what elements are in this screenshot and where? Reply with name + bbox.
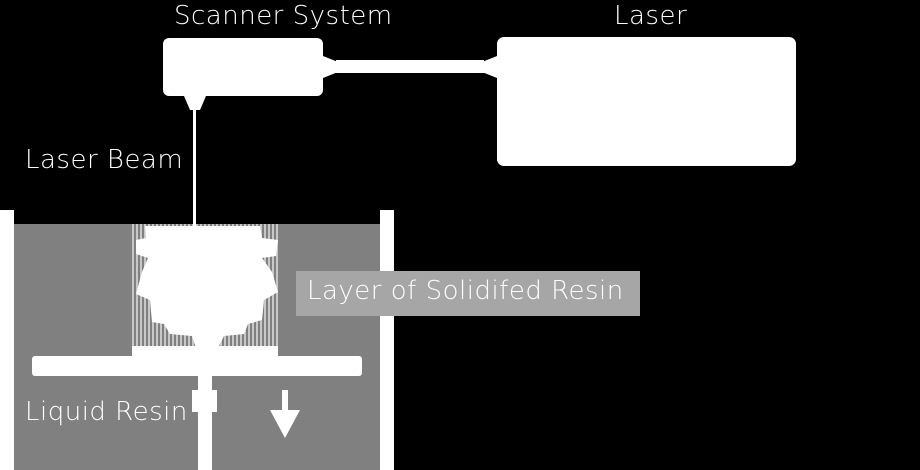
vat-right-wall (380, 210, 394, 470)
vat-left-wall (0, 210, 14, 470)
scanner-nozzle (184, 96, 206, 110)
scanner-system-label: Scanner System (174, 1, 393, 31)
layer-label: Layer of Solidifed Resin (307, 276, 624, 306)
fiber-cable (323, 56, 497, 78)
laser-box (497, 37, 796, 166)
scanner-system (163, 38, 323, 110)
laser-beam-label: Laser Beam (25, 145, 184, 175)
layer-label-box (296, 271, 640, 316)
down-arrow-icon (270, 390, 300, 438)
laser-label: Laser (614, 1, 688, 31)
laser-beam-line (193, 110, 196, 226)
object-base (132, 346, 278, 356)
platform-plate (32, 356, 362, 376)
liquid-resin-label: Liquid Resin (25, 397, 188, 427)
scanner-box (163, 38, 323, 96)
printed-object (136, 226, 278, 348)
printed-part (132, 224, 280, 356)
build-platform (32, 356, 362, 470)
shaft-collar (192, 390, 217, 412)
